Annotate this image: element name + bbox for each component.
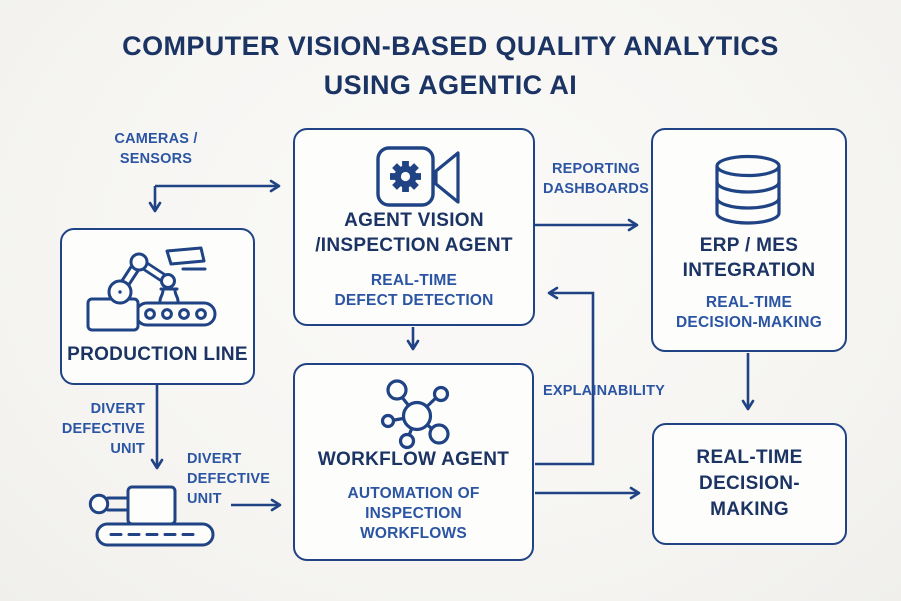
realtime-decision-making-box: REAL-TIME DECISION- MAKING <box>652 423 847 545</box>
agent-vision-subtitle: REAL-TIME DEFECT DETECTION <box>334 272 494 309</box>
workflow-agent-title: WORKFLOW AGENT <box>317 449 510 470</box>
realtime-decision-making-title: REAL-TIME DECISION- MAKING <box>696 447 803 520</box>
cameras-sensors-label: CAMERAS / SENSORS <box>114 131 198 167</box>
agent-vision-box: AGENT VISION /INSPECTION AGENT REAL-TIME… <box>293 128 535 326</box>
page-title: COMPUTER VISION-BASED QUALITY ANALYTICS … <box>0 27 901 105</box>
divert-defective-unit-left-label: DIVERT DEFECTIVE UNIT <box>61 401 145 457</box>
production-line-box: PRODUCTION LINE <box>60 228 255 385</box>
agent-vision-title: AGENT VISION /INSPECTION AGENT <box>315 210 513 256</box>
page-title-line2: USING AGENTIC AI <box>323 70 578 100</box>
erp-mes-box: ERP / MES INTEGRATION REAL-TIME DECISION… <box>651 128 847 352</box>
workflow-agent-subtitle: AUTOMATION OF INSPECTION WORKFLOWS <box>347 485 480 542</box>
reporting-dashboards-label: REPORTING DASHBOARDS <box>543 161 649 197</box>
erp-mes-title: ERP / MES INTEGRATION <box>682 235 816 281</box>
arrow-explainability-feedback <box>535 286 595 466</box>
explainability-label: EXPLAINABILITY <box>543 383 666 399</box>
erp-mes-subtitle: REAL-TIME DECISION-MAKING <box>676 294 822 331</box>
workflow-agent-box: WORKFLOW AGENT AUTOMATION OF INSPECTION … <box>293 363 534 561</box>
production-line-title: PRODUCTION LINE <box>67 344 248 365</box>
divert-defective-unit-right-label: DIVERT DEFECTIVE UNIT <box>187 451 271 507</box>
page-title-line1: COMPUTER VISION-BASED QUALITY ANALYTICS <box>122 31 779 61</box>
